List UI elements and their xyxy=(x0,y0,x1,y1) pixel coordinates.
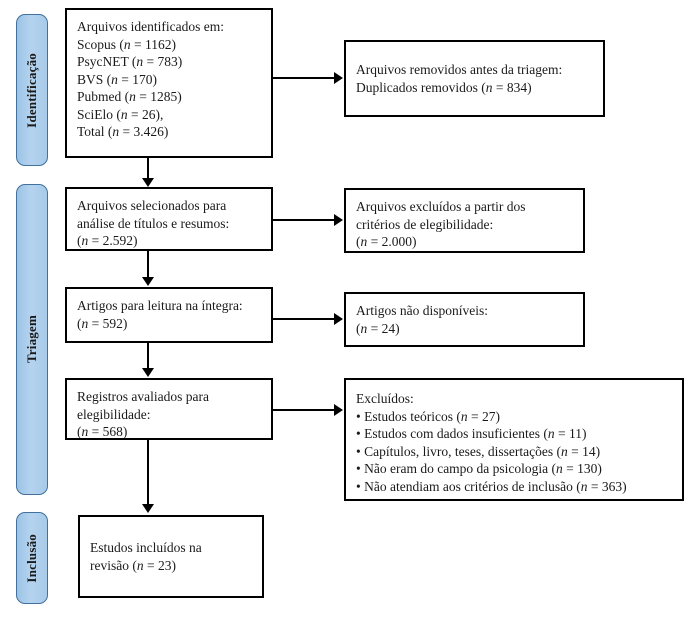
connector-identified-to-removed xyxy=(273,77,334,79)
box-line: (n = 568) xyxy=(77,424,128,440)
stage-pill-identificacao: Identificação xyxy=(16,14,48,166)
box-estudos-incluidos: Estudos incluídos na revisão (n = 23) xyxy=(78,515,264,598)
arrowhead-fulltext-to-notavailable xyxy=(334,313,343,325)
arrowhead-eligibility-to-excludedlist xyxy=(334,404,343,416)
box-line: Pubmed (n = 1285) xyxy=(77,89,182,105)
arrowhead-identified-to-removed xyxy=(334,72,343,84)
connector-screened-to-fulltext xyxy=(147,251,149,278)
box-line: BVS (n = 170) xyxy=(77,71,157,87)
stage-label-identificacao: Identificação xyxy=(24,52,39,128)
box-line: Artigos para leitura na íntegra: xyxy=(77,298,243,313)
connector-identified-to-screened xyxy=(147,158,149,179)
box-line: • Estudos teóricos (n = 27) xyxy=(356,408,500,424)
arrowhead-eligibility-to-included xyxy=(142,504,154,513)
box-arquivos-identificados: Arquivos identificados em: Scopus (n = 1… xyxy=(65,8,273,158)
box-line: análise de títulos e resumos: xyxy=(77,215,230,231)
connector-fulltext-to-eligibility xyxy=(147,343,149,369)
arrowhead-screened-to-fulltext xyxy=(142,277,154,286)
box-line: Excluídos: xyxy=(356,391,414,406)
box-line: critérios de elegibilidade: xyxy=(356,216,494,232)
box-arquivos-removidos-antes-da-triagem: Arquivos removidos antes da triagem: Dup… xyxy=(344,40,605,117)
box-line: Total (n = 3.426) xyxy=(77,124,169,140)
box-registros-avaliados-elegibilidade: Registros avaliados para elegibilidade: … xyxy=(65,378,273,440)
box-line: Scopus (n = 1162) xyxy=(77,36,176,52)
box-line: (n = 592) xyxy=(77,315,128,331)
connector-screened-to-excluded xyxy=(273,219,334,221)
box-line: • Estudos com dados insuficientes (n = 1… xyxy=(356,426,587,442)
connector-eligibility-to-included xyxy=(147,440,149,505)
box-line: Arquivos selecionados para xyxy=(77,198,227,213)
box-line: elegibilidade: xyxy=(77,406,151,422)
box-line: • Não eram do campo da psicologia (n = 1… xyxy=(356,461,602,477)
box-line: Estudos incluídos na xyxy=(90,539,202,555)
stage-pill-inclusao: Inclusão xyxy=(16,512,48,604)
box-line: Registros avaliados para xyxy=(77,389,209,404)
stage-pill-triagem: Triagem xyxy=(16,184,48,495)
box-artigos-nao-disponiveis: Artigos não disponíveis: (n = 24) xyxy=(344,292,585,347)
arrowhead-fulltext-to-eligibility xyxy=(142,368,154,377)
box-line: SciElo (n = 26), xyxy=(77,106,164,122)
arrowhead-identified-to-screened xyxy=(142,178,154,187)
box-line: revisão (n = 23) xyxy=(90,557,176,573)
box-line: (n = 24) xyxy=(356,320,400,336)
arrowhead-screened-to-excluded xyxy=(334,214,343,226)
box-line: Duplicados removidos (n = 834) xyxy=(356,79,532,95)
box-line: • Não atendiam aos critérios de inclusão… xyxy=(356,478,627,494)
box-artigos-leitura-integra: Artigos para leitura na íntegra: (n = 59… xyxy=(65,287,273,343)
box-line: Arquivos excluídos a partir dos xyxy=(356,199,526,214)
stage-label-inclusao: Inclusão xyxy=(24,533,39,583)
connector-eligibility-to-excludedlist xyxy=(273,409,334,411)
box-line: (n = 2.592) xyxy=(77,233,138,249)
box-excluidos-lista: Excluídos: • Estudos teóricos (n = 27) •… xyxy=(344,378,684,501)
box-arquivos-selecionados: Arquivos selecionados para análise de tí… xyxy=(65,187,273,251)
box-arquivos-excluidos-criterios: Arquivos excluídos a partir dos critério… xyxy=(344,188,585,253)
box-line: (n = 2.000) xyxy=(356,234,417,250)
box-line: Arquivos identificados em: xyxy=(77,19,224,34)
box-line: Artigos não disponíveis: xyxy=(356,303,488,318)
box-line: Arquivos removidos antes da triagem: xyxy=(356,61,563,77)
box-line: PsycNET (n = 783) xyxy=(77,54,183,70)
box-line: • Capítulos, livro, teses, dissertações … xyxy=(356,443,601,459)
connector-fulltext-to-notavailable xyxy=(273,318,334,320)
stage-label-triagem: Triagem xyxy=(24,315,39,364)
